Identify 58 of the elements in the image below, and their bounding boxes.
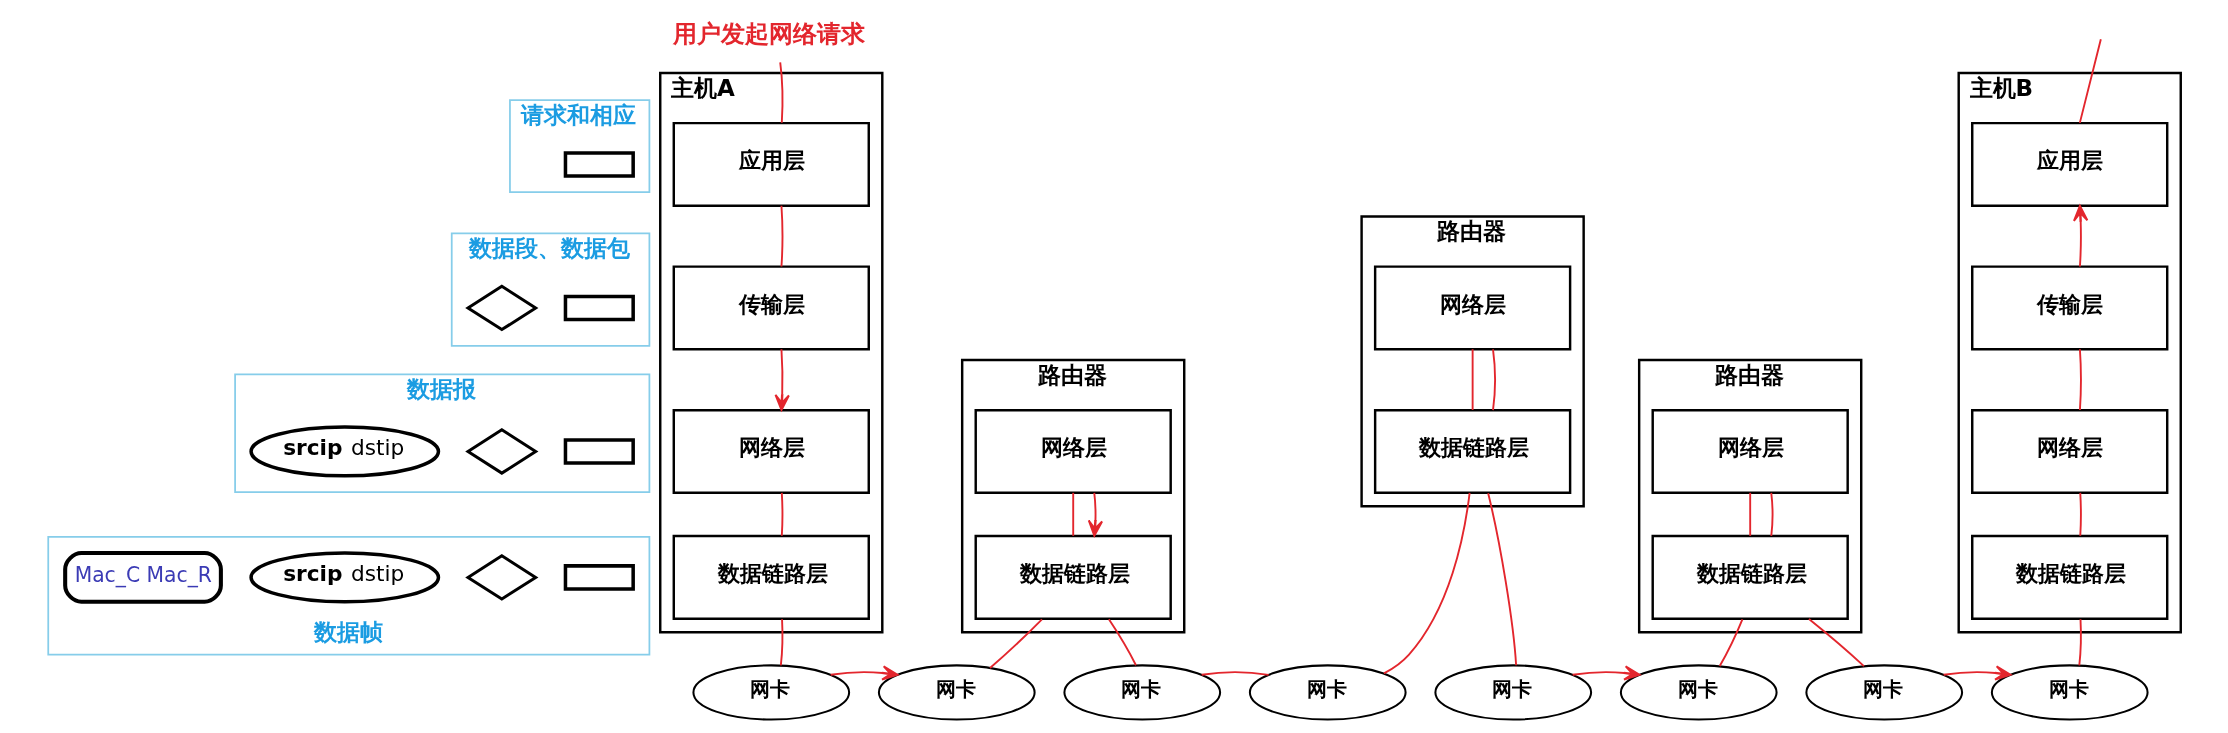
connector: [1748, 491, 1751, 537]
connector: [1769, 491, 1773, 537]
node-box: Mac_C Mac_R: [62, 551, 223, 604]
arrow: [1942, 665, 2012, 681]
node-box: 传输层: [672, 265, 870, 351]
arrow: [1087, 491, 1103, 537]
connector: [2077, 618, 2082, 667]
node-ellipse: 网卡: [1248, 664, 1407, 721]
arrow: [1571, 665, 1641, 681]
node-box: [563, 438, 635, 465]
node-ellipse: 网卡: [691, 664, 850, 721]
connector: [779, 618, 783, 667]
node-ellipse: 网卡: [1062, 664, 1221, 721]
connector: [1718, 618, 1743, 667]
cluster: 请求和相应: [508, 99, 650, 194]
connector: [2078, 348, 2082, 411]
node-diamond: [464, 428, 538, 475]
node-diamond: [464, 553, 538, 601]
connector: [2078, 38, 2102, 124]
connector: [1486, 492, 1517, 667]
connector: [2078, 491, 2082, 537]
connector: [1471, 348, 1474, 411]
node-box: 网络层: [1651, 408, 1849, 494]
node-box: 网络层: [1970, 408, 2168, 494]
node-box: 网络层: [672, 408, 870, 494]
connector: [780, 491, 783, 537]
connector: [778, 61, 783, 124]
node-box: [563, 294, 635, 322]
node-box: 传输层: [1970, 265, 2168, 351]
node-box: 网络层: [974, 408, 1172, 494]
connector: [1382, 491, 1471, 675]
node-ellipse: srcip dstip: [248, 551, 440, 604]
cluster: 数据段、数据包: [450, 232, 650, 347]
node-diamond: [464, 284, 538, 332]
node-box: 数据链路层: [1651, 534, 1849, 620]
node-ellipse: 网卡: [1433, 664, 1592, 721]
node-box: 数据链路层: [1373, 408, 1571, 494]
connector: [780, 204, 783, 268]
connector: [1071, 491, 1074, 537]
arrow: [774, 348, 790, 411]
arrow: [829, 665, 899, 681]
connector: [988, 618, 1043, 669]
connector: [1200, 671, 1270, 676]
node-box: 数据链路层: [974, 534, 1172, 620]
node-box: 数据链路层: [1970, 534, 2168, 620]
arrow: [2072, 204, 2088, 268]
node-box: [563, 151, 635, 178]
connector: [1107, 618, 1137, 667]
node-ellipse: srcip dstip: [248, 425, 440, 478]
node-box: 应用层: [672, 121, 870, 207]
node-box: [563, 564, 635, 591]
node-box: 应用层: [1970, 121, 2168, 207]
node-box: 数据链路层: [672, 534, 870, 620]
connector: [1491, 348, 1496, 411]
node-box: 网络层: [1373, 265, 1571, 351]
node-ellipse: 网卡: [1804, 664, 1963, 721]
node-text: 用户发起网络请求: [672, 19, 865, 49]
connector: [1807, 618, 1865, 668]
